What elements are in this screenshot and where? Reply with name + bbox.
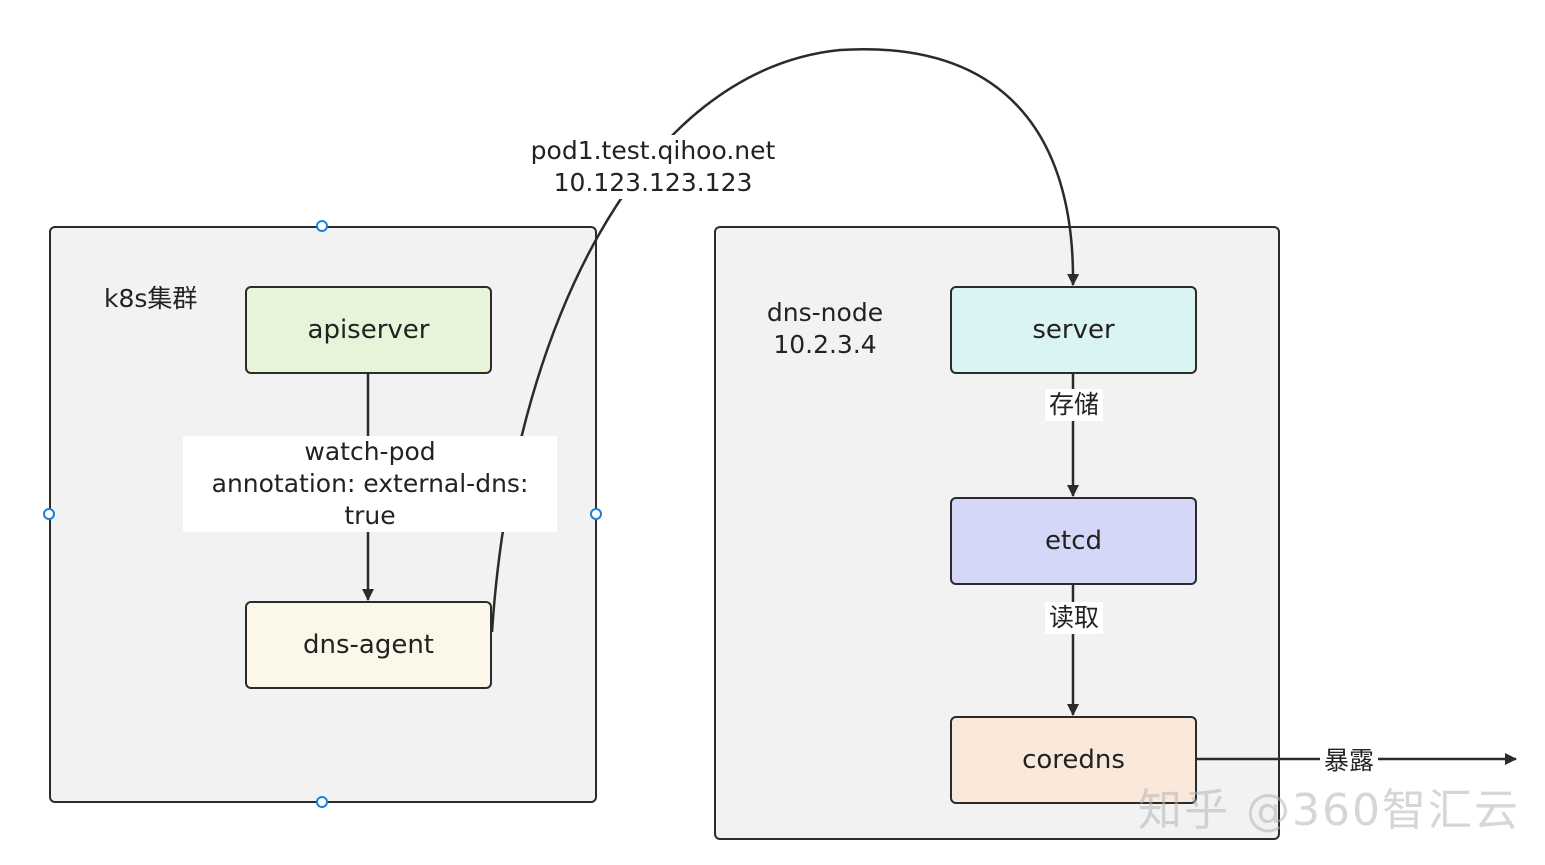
coredns-node[interactable]: coredns bbox=[950, 716, 1197, 804]
dns-node-name: dns-node bbox=[766, 298, 884, 327]
coredns-label: coredns bbox=[1022, 745, 1125, 775]
watch-pod-edge-label: watch-pod annotation: external-dns: true bbox=[183, 436, 557, 532]
dns-agent-node[interactable]: dns-agent bbox=[245, 601, 492, 689]
server-node[interactable]: server bbox=[950, 286, 1197, 374]
apiserver-label: apiserver bbox=[307, 315, 430, 345]
pod-record-edge-label: pod1.test.qihoo.net 10.123.123.123 bbox=[528, 135, 778, 199]
read-edge-label: 读取 bbox=[1045, 602, 1103, 634]
etcd-node[interactable]: etcd bbox=[950, 497, 1197, 585]
store-edge-label: 存储 bbox=[1045, 389, 1103, 421]
server-label: server bbox=[1032, 315, 1115, 345]
dns-node-ip: 10.2.3.4 bbox=[773, 330, 877, 359]
edge-dns-agent-to-server bbox=[490, 47, 1080, 633]
dns-node-label: dns-node 10.2.3.4 bbox=[760, 297, 890, 361]
pod-record-hostname: pod1.test.qihoo.net bbox=[530, 136, 776, 165]
dns-agent-label: dns-agent bbox=[302, 630, 434, 660]
watermark: 知乎 @360智汇云 bbox=[1138, 785, 1520, 836]
watch-pod-line2: annotation: external-dns: true bbox=[211, 469, 529, 530]
resize-handle-left[interactable] bbox=[43, 508, 55, 520]
resize-handle-top[interactable] bbox=[316, 220, 328, 232]
watch-pod-line1: watch-pod bbox=[304, 437, 436, 466]
k8s-cluster-label: k8s集群 bbox=[104, 284, 198, 313]
resize-handle-bottom[interactable] bbox=[316, 796, 328, 808]
apiserver-node[interactable]: apiserver bbox=[245, 286, 492, 374]
pod-record-ip: 10.123.123.123 bbox=[553, 168, 753, 197]
resize-handle-right[interactable] bbox=[590, 508, 602, 520]
expose-edge-label: 暴露 bbox=[1320, 745, 1378, 777]
etcd-label: etcd bbox=[1045, 526, 1102, 556]
